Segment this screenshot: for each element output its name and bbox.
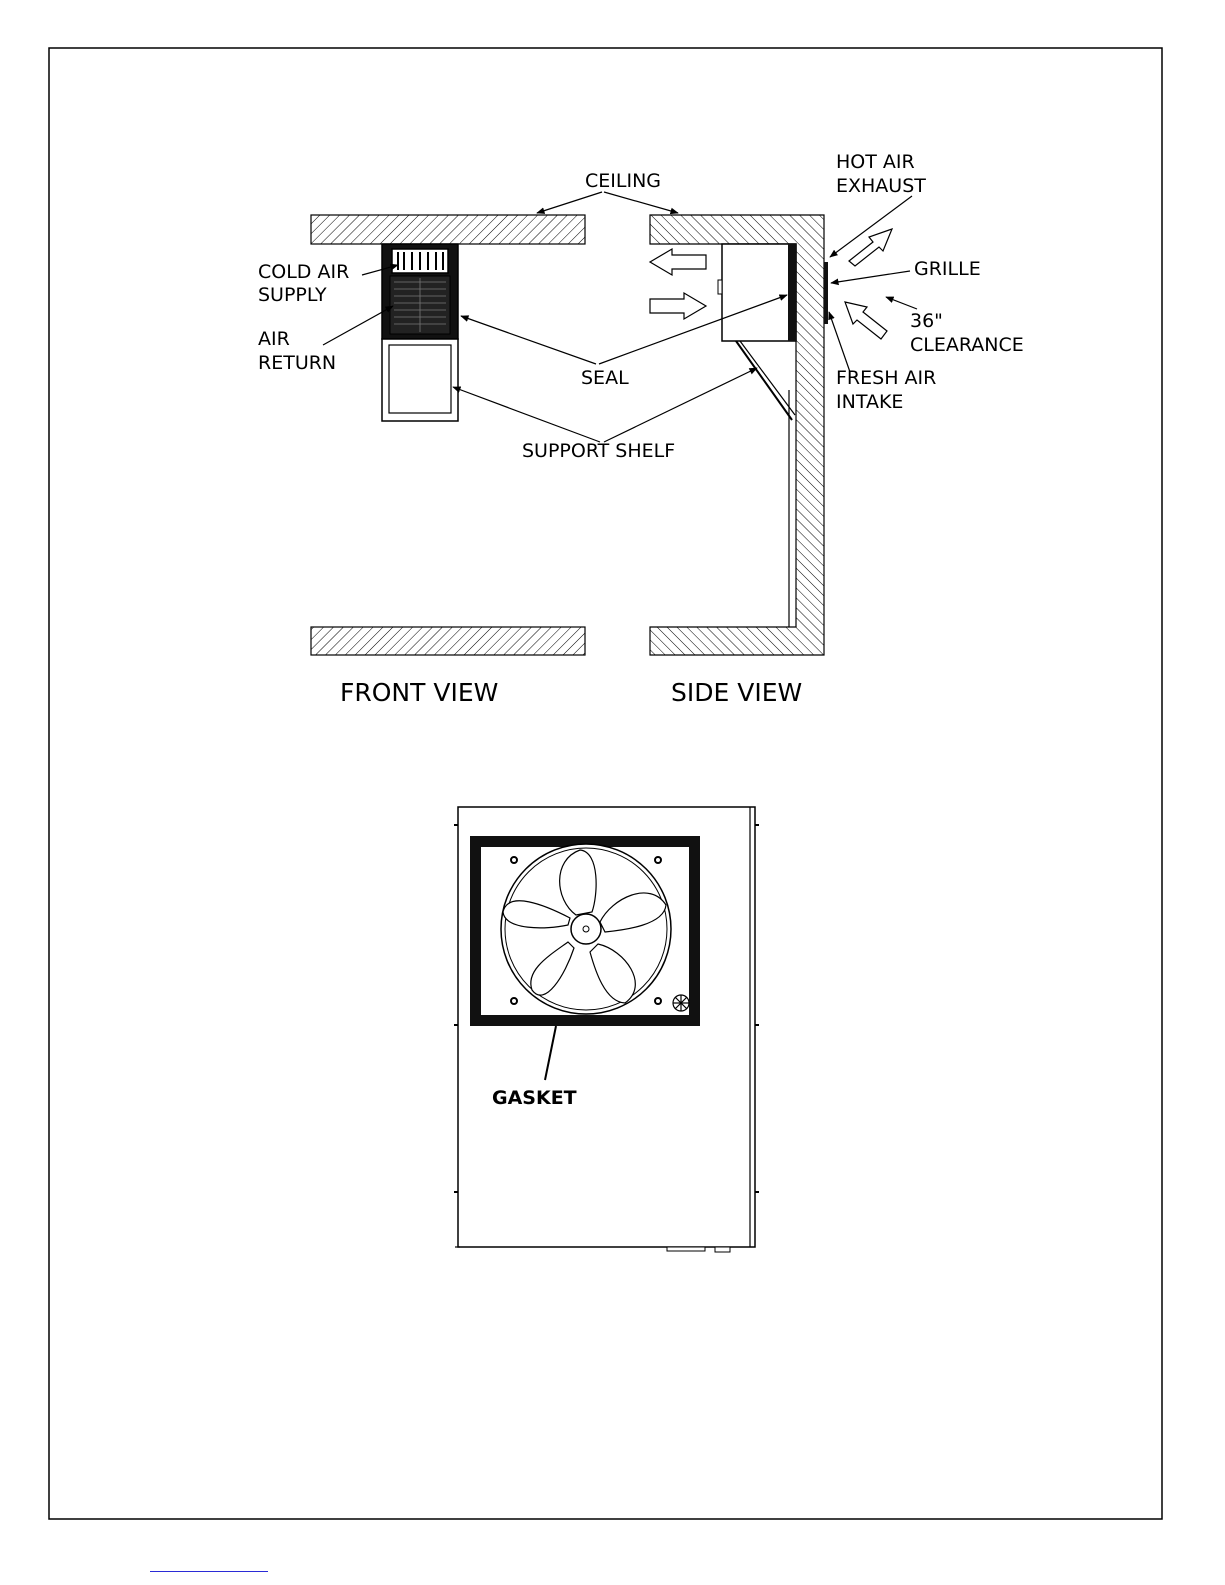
front-floor	[311, 627, 585, 655]
page-border	[49, 48, 1162, 1519]
label-support-shelf: SUPPORT SHELF	[522, 440, 675, 462]
side-unit	[722, 244, 796, 341]
fan-panel: GASKET	[454, 807, 759, 1252]
cold-air-arrow	[650, 249, 706, 275]
label-cold-air-line1: COLD AIR	[258, 261, 349, 283]
label-hot-air-line2: EXHAUST	[836, 175, 926, 197]
return-air-arrow	[650, 293, 706, 319]
bottom-link-underline	[150, 1571, 268, 1572]
label-cold-air-line2: SUPPLY	[258, 284, 327, 306]
front-view	[311, 215, 585, 655]
fresh-air-intake-arrow	[845, 302, 887, 339]
front-ceiling	[311, 215, 585, 244]
label-gasket: GASKET	[492, 1087, 577, 1109]
side-view-title: SIDE VIEW	[671, 678, 802, 707]
fan-symbol-icon	[673, 995, 689, 1011]
side-view	[650, 215, 892, 655]
label-clearance-line2: CLEARANCE	[910, 334, 1024, 356]
label-seal: SEAL	[581, 367, 629, 389]
label-hot-air-line1: HOT AIR	[836, 151, 915, 173]
label-fresh-air-line1: FRESH AIR	[836, 367, 936, 389]
label-air-return-line1: AIR	[258, 328, 290, 350]
hot-air-exhaust-arrow	[849, 229, 892, 266]
label-fresh-air-line2: INTAKE	[836, 391, 903, 413]
label-ceiling: CEILING	[585, 170, 661, 192]
label-air-return-line2: RETURN	[258, 352, 336, 374]
label-grille: GRILLE	[914, 258, 981, 280]
label-clearance-line1: 36"	[910, 310, 943, 332]
front-view-title: FRONT VIEW	[340, 678, 498, 707]
